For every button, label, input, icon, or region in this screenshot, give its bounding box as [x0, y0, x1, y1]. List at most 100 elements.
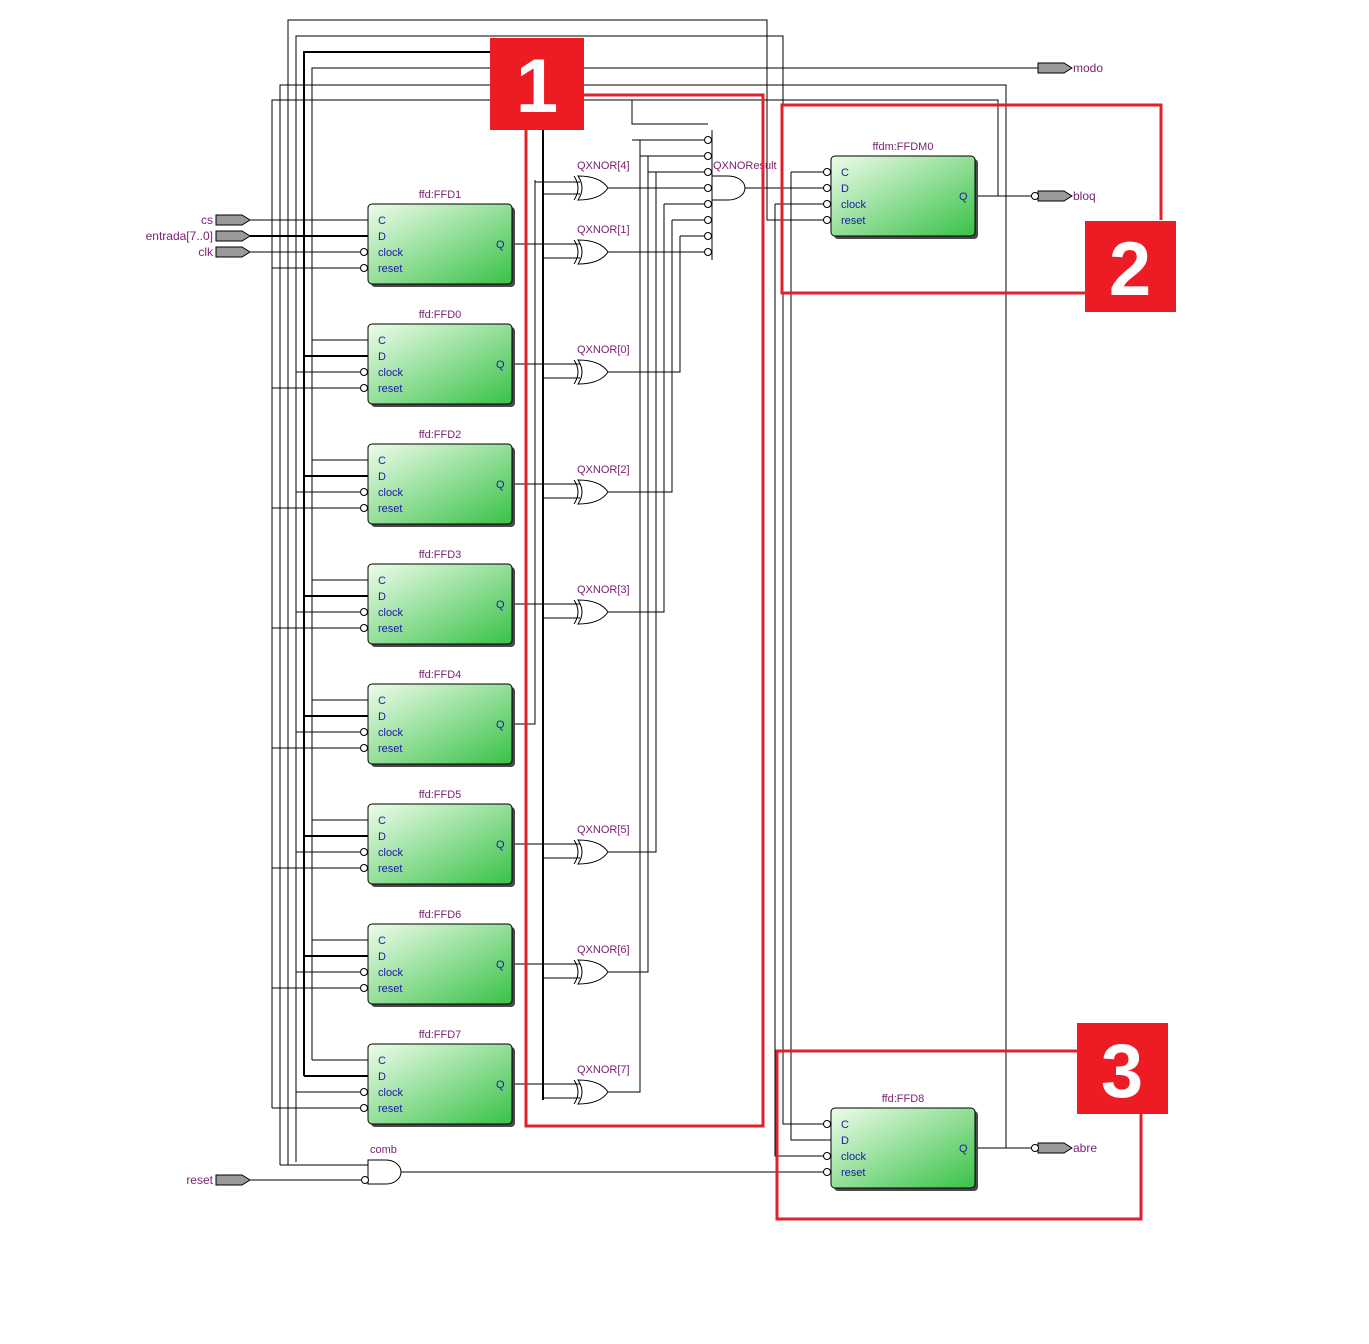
ffd5-block-label: ffd:FFD5: [419, 789, 462, 801]
xnor-gates: QXNOR[4] QXNOR[1] QXNOR[0] QXNOR[2] QXNOR[3]…: [573, 160, 630, 1105]
ffd4-block-label: ffd:FFD4: [419, 669, 462, 681]
region-3-outline: [775, 1049, 1143, 1221]
bloq-label: bloq: [1073, 189, 1096, 203]
xnor-gate-x3: QXNOR[3]: [573, 584, 630, 625]
ffd0-block-port-d: D: [378, 351, 386, 363]
abre-label: abre: [1073, 1141, 1097, 1155]
entrada-label: entrada[7..0]: [146, 229, 213, 243]
ffd0-block-port-q: Q: [496, 359, 505, 371]
xnor-gate-label: QXNOR[3]: [577, 584, 630, 596]
ffd7-block-port-clock: clock: [378, 1087, 404, 1099]
ffd7-block-port-reset: reset: [378, 1103, 402, 1115]
region-1-badge: [490, 38, 584, 130]
flipflop-blocks: ffd:FFD1CDclockresetQffd:FFD0CDclockrese…: [360, 141, 978, 1191]
ffd0-block-port-clock: clock: [378, 367, 404, 379]
highlight-regions: 1 2 3: [490, 38, 1176, 1221]
ffd6-block-port-c: C: [378, 935, 386, 947]
ffd8-block-label: ffd:FFD8: [882, 1093, 925, 1105]
reset-pin-icon: [215, 1174, 251, 1186]
ffd0-block-port-reset: reset: [378, 383, 402, 395]
ffd8-block-port-q: Q: [959, 1143, 968, 1155]
ffd2-block-port-clock: clock: [378, 487, 404, 499]
output-pins: modo bloq abre: [1031, 61, 1103, 1155]
ffd8-block-port-d: D: [841, 1135, 849, 1147]
ffd1-block-port-reset: reset: [378, 263, 402, 275]
abre-pin-icon: [1037, 1142, 1073, 1154]
ffd4-block-port-d: D: [378, 711, 386, 723]
ffd4-block-port-c: C: [378, 695, 386, 707]
entrada-pin-icon: [215, 230, 251, 242]
ffd6-block-port-reset: reset: [378, 983, 402, 995]
region-3-number: 3: [1101, 1029, 1143, 1114]
ffd6-block-label: ffd:FFD6: [419, 909, 462, 921]
xnor-gate-x7: QXNOR[7]: [573, 1064, 630, 1105]
xnor-gate-label: QXNOR[5]: [577, 824, 630, 836]
ffd5-block-port-q: Q: [496, 839, 505, 851]
ffd7-block-port-q: Q: [496, 1079, 505, 1091]
ffd3-block-port-clock: clock: [378, 607, 404, 619]
ffd7-block-port-d: D: [378, 1071, 386, 1083]
ffdm0-block-port-c: C: [841, 167, 849, 179]
bloq-pin-icon: [1037, 190, 1073, 202]
ffd2-block-port-q: Q: [496, 479, 505, 491]
region-3-badge: [1077, 1023, 1168, 1114]
ffd2-block-port-c: C: [378, 455, 386, 467]
ffdm0-block-port-d: D: [841, 183, 849, 195]
ffd5-block-port-d: D: [378, 831, 386, 843]
xnor-gate-x5: QXNOR[5]: [573, 824, 630, 865]
cs-label: cs: [201, 213, 213, 227]
xnor-gate-label: QXNOR[4]: [577, 160, 630, 172]
ffdm0-block-label: ffdm:FFDM0: [873, 141, 934, 153]
ffd5-block-port-c: C: [378, 815, 386, 827]
xnor-gate-x2: QXNOR[2]: [573, 464, 630, 505]
ffd1-block-label: ffd:FFD1: [419, 189, 462, 201]
ffd3-block-label: ffd:FFD3: [419, 549, 462, 561]
xnor-gate-label: QXNOR[1]: [577, 224, 630, 236]
ffd6-block-port-q: Q: [496, 959, 505, 971]
ffdm0-block-port-reset: reset: [841, 215, 865, 227]
region-1-outline: [524, 93, 765, 1128]
ffd7-block-label: ffd:FFD7: [419, 1029, 462, 1041]
ffd8-block-port-c: C: [841, 1119, 849, 1131]
xnor-gate-label: QXNOR[2]: [577, 464, 630, 476]
xnor-gate-x4: QXNOR[4]: [573, 160, 630, 201]
region-2-badge: [1085, 221, 1176, 312]
ffd6-block-port-clock: clock: [378, 967, 404, 979]
ffd6-block-port-d: D: [378, 951, 386, 963]
xnor-gate-x1: QXNOR[1]: [573, 224, 630, 265]
xnor-gate-label: QXNOR[0]: [577, 344, 630, 356]
ffd8-block-port-reset: reset: [841, 1167, 865, 1179]
modo-pin-icon: [1037, 62, 1073, 74]
ffd1-block-port-q: Q: [496, 239, 505, 251]
ffd4-block-port-clock: clock: [378, 727, 404, 739]
ffd4-block-port-reset: reset: [378, 743, 402, 755]
clk-label: clk: [198, 245, 214, 259]
xnor-gate-x6: QXNOR[6]: [573, 944, 630, 985]
ffd5-block-port-clock: clock: [378, 847, 404, 859]
ffd3-block-port-reset: reset: [378, 623, 402, 635]
and-gate-label: QXNOResult: [713, 160, 777, 172]
ffd4-block-port-q: Q: [496, 719, 505, 731]
ffd2-block-label: ffd:FFD2: [419, 429, 462, 441]
ffd7-block-port-c: C: [378, 1055, 386, 1067]
ffd0-block-port-c: C: [378, 335, 386, 347]
region-2-number: 2: [1109, 227, 1151, 312]
ffd2-block-port-d: D: [378, 471, 386, 483]
region-2-outline: [780, 103, 1163, 295]
ffd8-block-port-clock: clock: [841, 1151, 867, 1163]
ffd3-block-port-c: C: [378, 575, 386, 587]
wires: [250, 19, 1038, 1181]
comb-gate: comb: [361, 1144, 402, 1185]
clk-pin-icon: [215, 246, 251, 258]
xnor-gate-label: QXNOR[6]: [577, 944, 630, 956]
